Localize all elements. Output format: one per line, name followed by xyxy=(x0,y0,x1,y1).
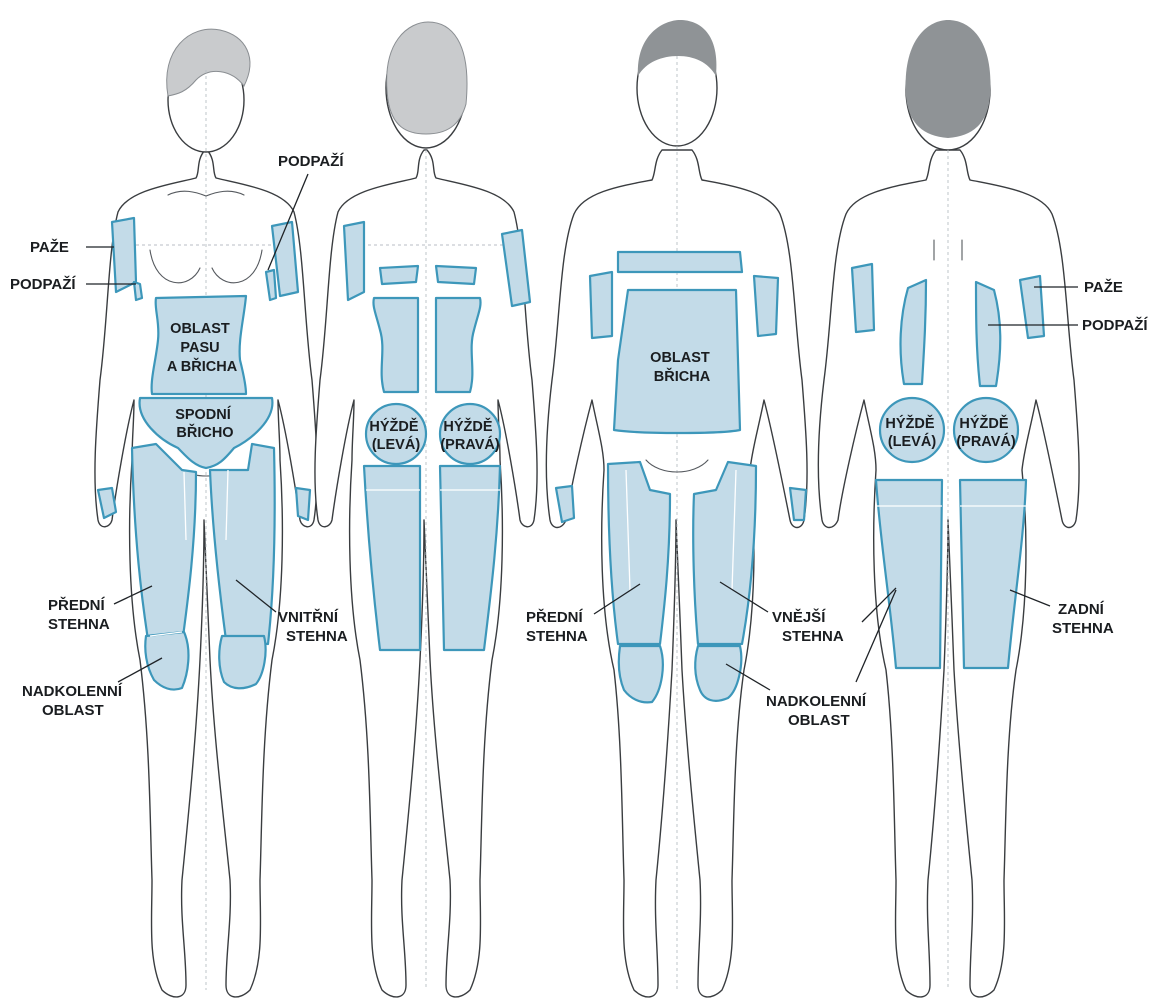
zone-male-front-chest xyxy=(618,252,742,272)
zone-male-front-forearm-right xyxy=(790,488,806,520)
zone-female-front-knee-right xyxy=(219,636,265,688)
label-predni-stehna-m: PŘEDNÍ STEHNA xyxy=(526,608,588,645)
label-podpazi-right: PODPAŽÍ xyxy=(1082,316,1148,334)
zone-female-front-armpit-left xyxy=(134,282,142,300)
zone-female-back-shoulder-left xyxy=(380,266,418,284)
zone-female-back-shoulder-right xyxy=(436,266,476,284)
figure-female-back: HÝŽDĚ (LEVÁ) HÝŽDĚ (PRAVÁ) xyxy=(315,22,537,997)
label-podpazi-left: PODPAŽÍ xyxy=(10,275,76,293)
label-vnitrni-stehna: VNITŘNÍ STEHNA xyxy=(278,608,348,645)
female-back-hair xyxy=(387,22,467,134)
zone-male-front-upper-arm-left xyxy=(590,272,612,338)
label-zadni-stehna: ZADNÍ STEHNA xyxy=(1052,601,1114,637)
label-vnejsi-stehna: VNĚJŠÍ STEHNA xyxy=(772,608,844,645)
figure-male-front: OBLAST BŘICHA PŘEDNÍ STEHNA VNĚJŠÍ STEHN… xyxy=(526,20,870,997)
label-paze-left: PAŽE xyxy=(30,238,69,256)
label-podpazi-top: PODPAŽÍ xyxy=(278,152,344,170)
label-nadkolenni-m: NADKOLENNÍ OBLAST xyxy=(766,693,870,729)
zone-male-front-upper-arm-right xyxy=(754,276,778,336)
label-paze-right: PAŽE xyxy=(1084,278,1123,296)
zone-female-back-upper-arm-left xyxy=(344,222,364,300)
figure-female-front: OBLAST PASU A BŘICHA SPODNÍ BŘICHO PODPA… xyxy=(10,29,348,997)
label-predni-stehna-f: PŘEDNÍ STEHNA xyxy=(48,596,110,633)
zone-male-back-flank-right xyxy=(976,282,1000,386)
male-back-hair xyxy=(906,20,991,138)
figure-male-back: HÝŽDĚ (LEVÁ) HÝŽDĚ (PRAVÁ) PAŽE PODPAŽÍ … xyxy=(818,20,1148,997)
zone-female-front-upper-arm-left xyxy=(112,218,136,292)
zone-male-back-upper-arm-left xyxy=(852,264,874,332)
label-nadkolenni-f: NADKOLENNÍ OBLAST xyxy=(22,683,126,719)
zone-female-front-forearm-right xyxy=(296,488,310,520)
